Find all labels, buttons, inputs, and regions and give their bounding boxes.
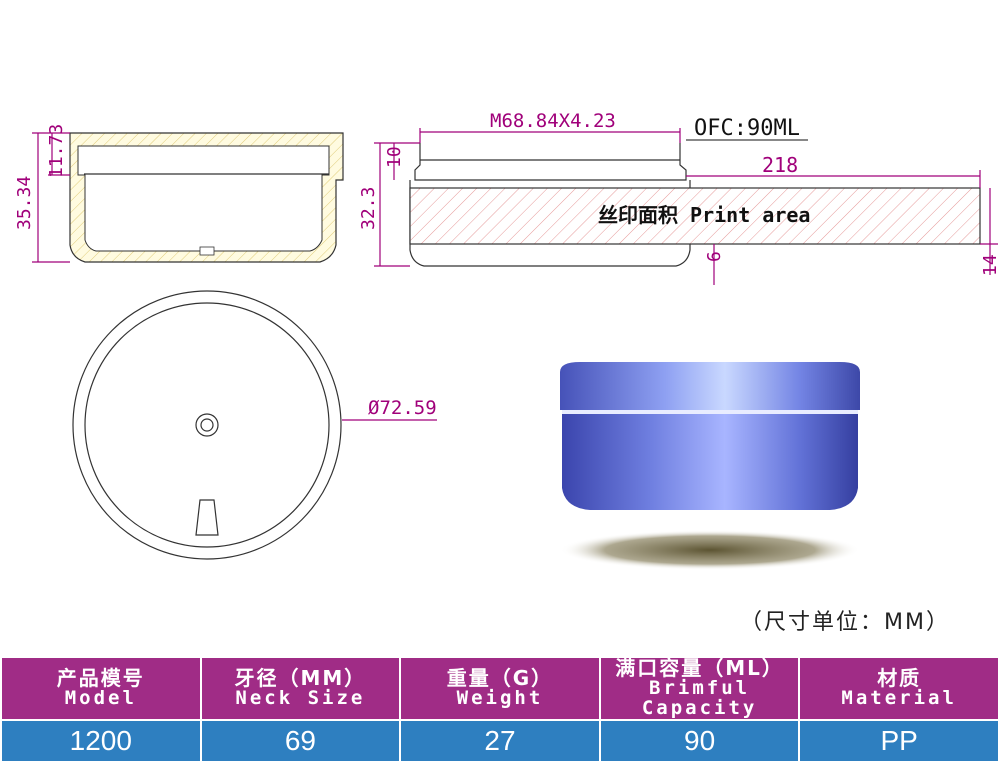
value-model: 1200 — [0, 718, 202, 763]
section-view: 11.73 35.34 — [14, 124, 344, 263]
jar-seam — [562, 410, 858, 414]
dim-diameter: Ø72.59 — [368, 397, 437, 419]
body-outline — [409, 180, 691, 267]
jar-render — [560, 362, 860, 570]
jar-body — [562, 414, 858, 510]
section-inner — [77, 145, 330, 252]
dim-body-height: 32.3 — [358, 187, 379, 230]
ofc-label: OFC:90ML — [694, 116, 800, 141]
cap-outline — [414, 143, 687, 181]
jar-shadow — [560, 530, 860, 570]
bottom-outer-circle — [72, 290, 342, 560]
dim-cap-height: 10 — [384, 146, 405, 168]
side-view: M68.84X4.23 OFC:90ML 218 丝印面积 Print area… — [358, 110, 1000, 285]
jar-lid — [560, 362, 860, 410]
value-neck-size: 69 — [199, 718, 402, 763]
unit-note: （尺寸单位：MM） — [740, 610, 950, 635]
value-capacity: 90 — [598, 718, 801, 763]
value-weight: 27 — [399, 718, 601, 763]
print-area-label: 丝印面积 Print area — [598, 203, 810, 227]
technical-drawing: 11.73 35.34 M68.84X4.23 OFC:90ML 218 丝印面… — [14, 110, 1000, 570]
bottom-inner-circle — [84, 302, 330, 548]
dim-bottom-offset: 6 — [704, 251, 725, 262]
spec-value-row: 1200 69 27 90 PP — [0, 718, 1000, 763]
bottom-view: Ø72.59 — [72, 290, 437, 560]
dim-print-width: 218 — [762, 153, 798, 177]
bottom-gate-inner — [200, 418, 214, 432]
dim-top-height: 11.73 — [46, 124, 67, 178]
print-area-band — [409, 187, 981, 245]
value-material: PP — [798, 718, 1000, 763]
bottom-notch — [195, 499, 219, 536]
bottom-gate-outer — [195, 413, 219, 437]
header-weight: 重量（G）Weight — [399, 656, 601, 721]
section-gate — [199, 246, 215, 256]
dim-print-height: 14 — [980, 254, 1000, 276]
dim-total-height: 35.34 — [14, 176, 35, 230]
header-neck-size: 牙径（MM）Neck Size — [199, 656, 402, 721]
header-capacity: 满口容量（ML）Brimful Capacity — [598, 656, 801, 721]
dim-thread: M68.84X4.23 — [490, 110, 616, 132]
